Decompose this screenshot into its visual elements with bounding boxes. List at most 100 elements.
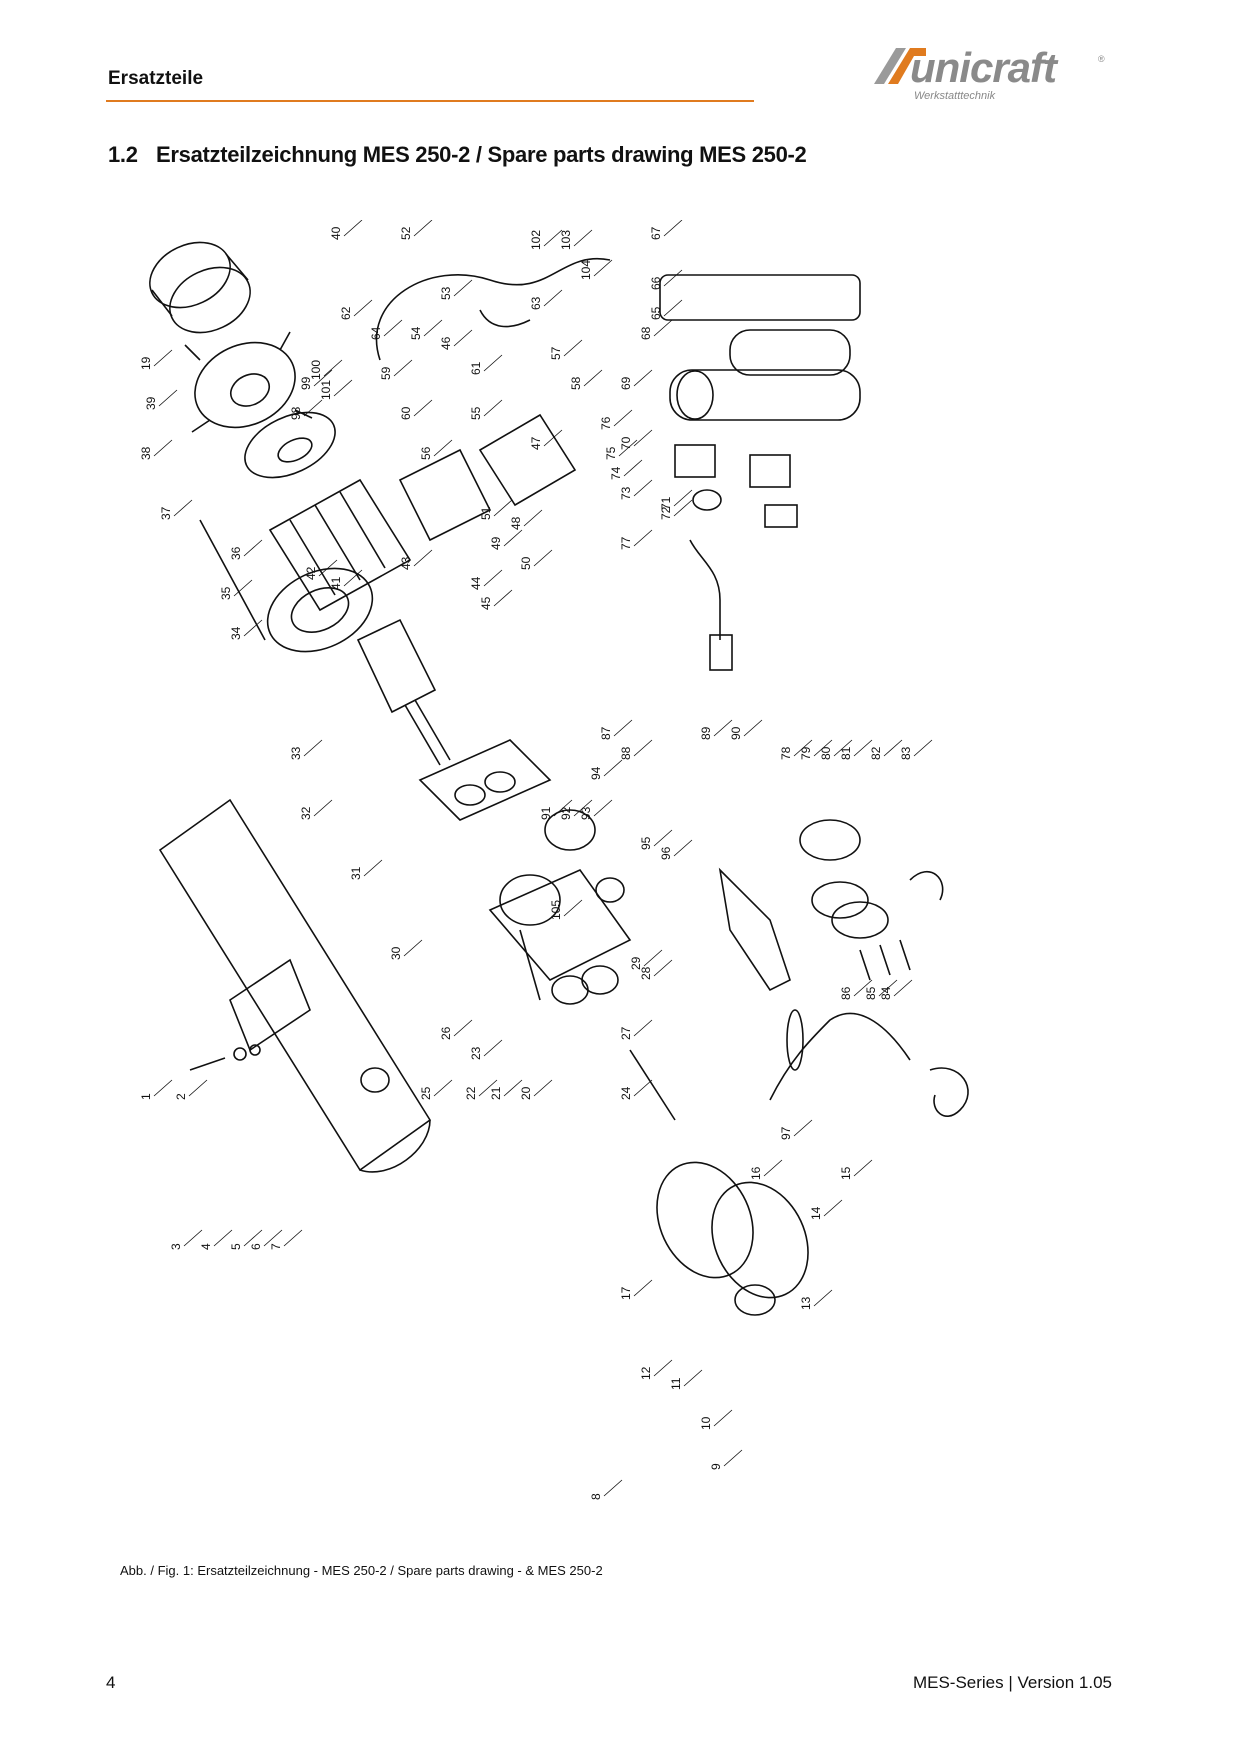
part-label-51: 51 — [479, 506, 493, 520]
tie-rod-illustration — [199, 519, 266, 641]
leader-line — [743, 719, 763, 737]
part-label-101: 101 — [319, 380, 333, 400]
switch-illustration — [674, 444, 798, 528]
header-title: Ersatzteile — [108, 68, 204, 89]
leader-line — [323, 359, 343, 377]
part-label-53: 53 — [439, 286, 453, 300]
leader-line — [573, 229, 593, 247]
part-label-75: 75 — [604, 446, 618, 460]
part-label-55: 55 — [469, 406, 483, 420]
leader-line — [618, 439, 638, 457]
leader-line — [723, 1449, 743, 1467]
leader-line — [283, 1229, 303, 1247]
leader-line — [823, 1199, 843, 1217]
part-label-87: 87 — [599, 726, 613, 740]
leader-line — [653, 1359, 673, 1377]
exploded-parts-drawing: 1234567891011121314151617192021222324252… — [139, 220, 969, 1500]
leader-line — [763, 1159, 783, 1177]
leader-line — [613, 719, 633, 737]
leader-line — [793, 739, 813, 757]
part-label-78: 78 — [779, 746, 793, 760]
fan-cover-illustration — [149, 241, 251, 334]
part-label-56: 56 — [419, 446, 433, 460]
leader-line — [413, 220, 433, 237]
figure-caption: Abb. / Fig. 1: Ersatzteilzeichnung - MES… — [120, 1563, 603, 1578]
leader-line — [713, 719, 733, 737]
part-label-25: 25 — [419, 1086, 433, 1100]
leader-line — [543, 429, 563, 447]
leader-line — [633, 479, 653, 497]
part-label-4: 4 — [199, 1243, 213, 1250]
part-label-71: 71 — [659, 496, 673, 510]
leader-line — [383, 319, 403, 337]
leader-line — [633, 369, 653, 387]
leader-line — [453, 329, 473, 347]
part-label-80: 80 — [819, 746, 833, 760]
leader-line — [663, 299, 683, 317]
part-label-98: 98 — [289, 406, 303, 420]
part-label-39: 39 — [144, 396, 158, 410]
section-title-text: Ersatzteilzeichnung MES 250-2 / Spare pa… — [156, 142, 807, 167]
part-label-40: 40 — [329, 226, 343, 240]
leader-line — [343, 569, 363, 587]
leader-line — [483, 569, 503, 587]
part-label-76: 76 — [599, 416, 613, 430]
capacitor-illustration — [659, 274, 861, 421]
part-label-11: 11 — [669, 1377, 683, 1390]
part-label-36: 36 — [229, 546, 243, 560]
part-label-67: 67 — [649, 226, 663, 240]
leader-line — [633, 739, 653, 757]
part-label-1: 1 — [139, 1093, 153, 1100]
leader-line — [313, 799, 333, 817]
part-label-45: 45 — [479, 596, 493, 610]
power-cord-illustration — [689, 539, 721, 640]
page-number: 4 — [106, 1673, 116, 1692]
bolt-illustration — [189, 1044, 261, 1071]
wire-rope-hook-illustration — [769, 1009, 969, 1117]
part-label-72: 72 — [659, 506, 673, 520]
leader-line — [633, 1079, 653, 1097]
leader-line — [673, 499, 693, 517]
leader-line — [603, 759, 623, 777]
leader-line — [683, 1369, 703, 1387]
leader-line — [833, 739, 853, 757]
leader-line — [593, 799, 613, 817]
part-label-22: 22 — [464, 1086, 478, 1100]
leader-line — [503, 529, 523, 547]
unicraft-logo: unicraft ® Werkstatttechnik — [870, 40, 1112, 108]
leader-line — [158, 389, 178, 407]
part-label-102: 102 — [529, 230, 543, 250]
leader-line — [318, 559, 338, 577]
part-label-32: 32 — [299, 806, 313, 820]
part-label-29: 29 — [629, 956, 643, 970]
part-label-66: 66 — [649, 276, 663, 290]
part-label-50: 50 — [519, 556, 533, 570]
leader-line — [793, 1119, 813, 1137]
leader-line — [478, 1079, 498, 1097]
part-label-44: 44 — [469, 576, 483, 590]
part-label-31: 31 — [349, 866, 363, 880]
part-label-58: 58 — [569, 376, 583, 390]
leader-line — [303, 399, 323, 417]
part-label-82: 82 — [869, 746, 883, 760]
leader-line — [188, 1079, 208, 1097]
leader-line — [563, 339, 583, 357]
leader-line — [713, 1409, 733, 1427]
leader-line — [243, 539, 263, 557]
logo-registered-mark: ® — [1098, 54, 1105, 64]
part-label-8: 8 — [589, 1493, 603, 1500]
part-label-57: 57 — [549, 346, 563, 360]
end-shield-illustration — [244, 411, 336, 479]
part-label-12: 12 — [639, 1366, 653, 1380]
part-label-3: 3 — [169, 1243, 183, 1250]
leader-line — [333, 379, 353, 397]
part-label-59: 59 — [379, 366, 393, 380]
leader-line — [893, 979, 913, 997]
part-label-27: 27 — [619, 1026, 633, 1040]
leader-line — [343, 220, 363, 237]
part-label-84: 84 — [879, 986, 893, 1000]
part-label-37: 37 — [159, 506, 173, 520]
leader-line — [913, 739, 933, 757]
part-label-48: 48 — [509, 516, 523, 530]
